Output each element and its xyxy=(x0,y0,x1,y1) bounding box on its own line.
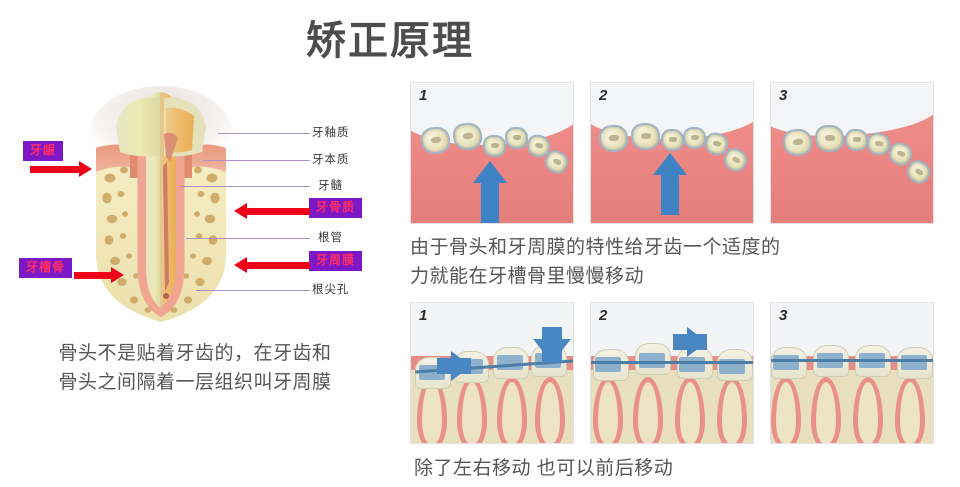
bracket xyxy=(901,355,927,370)
callout-gingiva: 牙龈 xyxy=(24,142,63,161)
arrow-to-alveolar-bone xyxy=(74,267,124,283)
label-apical-foramen: 根尖孔 xyxy=(312,284,350,296)
occlusal-panel-3: 3 xyxy=(770,82,934,224)
arrow-to-gingiva xyxy=(30,161,92,177)
panel-number-3: 3 xyxy=(779,307,788,324)
tooth-root xyxy=(457,377,487,443)
blue-arrow-right-icon xyxy=(437,351,471,381)
middle-caption-line1: 由于骨头和牙周膜的特性给牙齿一个适度的 xyxy=(410,237,781,258)
blue-arrow-down-icon xyxy=(533,327,571,363)
bracket xyxy=(595,357,621,372)
left-caption-line2: 骨头之间隔着一层组织叫牙周膜 xyxy=(58,371,332,393)
callout-cementum-label: 牙骨质 xyxy=(316,200,356,214)
left-anatomy-section: 牙龈 牙槽骨 牙骨质 牙周膜 牙釉质 牙本质 牙髓 根管 根尖孔 骨头不是贴着牙… xyxy=(0,78,390,487)
arrow-to-periodontal-ligament xyxy=(234,257,310,273)
leader-line-enamel xyxy=(218,133,310,134)
tooth-root xyxy=(593,377,623,443)
lateral-sequence-row: 1 2 xyxy=(390,302,960,447)
callout-gingiva-label: 牙龈 xyxy=(30,143,57,157)
tooth-root xyxy=(633,377,663,443)
molar-tooth xyxy=(505,127,528,149)
bracket xyxy=(679,357,705,372)
lateral-panel-2: 2 xyxy=(590,302,754,444)
tooth-cross-section-figure: 牙龈 牙槽骨 牙骨质 牙周膜 牙釉质 牙本质 牙髓 根管 根尖孔 xyxy=(18,86,373,336)
lateral-panel-3: 3 xyxy=(770,302,934,444)
label-pulp: 牙髓 xyxy=(318,180,343,192)
panel-number-2: 2 xyxy=(599,307,608,324)
lateral-panel-1: 1 xyxy=(410,302,574,444)
blue-arrow-up-icon xyxy=(473,161,507,223)
tooth-root xyxy=(853,377,883,443)
tooth-anatomy-illustration xyxy=(89,86,233,322)
tooth-root xyxy=(675,377,705,443)
label-dentin: 牙本质 xyxy=(312,154,350,166)
tooth-root xyxy=(535,377,565,443)
left-caption-line1: 骨头不是贴着牙齿的，在牙齿和 xyxy=(58,343,332,364)
archwire xyxy=(771,359,933,362)
leader-line-apical-foramen xyxy=(196,290,310,291)
tooth-root xyxy=(497,377,527,443)
middle-caption-line2: 力就能在牙槽骨里慢慢移动 xyxy=(410,266,645,288)
panel-number-1: 1 xyxy=(419,87,428,104)
callout-periodontal-ligament: 牙周膜 xyxy=(310,252,362,271)
right-sequence-section: 1 2 3 xyxy=(390,70,960,487)
molar-tooth xyxy=(661,129,684,151)
occlusal-sequence-row: 1 2 3 xyxy=(390,82,960,227)
left-caption: 骨头不是贴着牙齿的，在牙齿和 骨头之间隔着一层组织叫牙周膜 xyxy=(20,340,370,397)
molar-tooth xyxy=(631,123,660,150)
leader-line-pulp xyxy=(180,186,310,187)
callout-alveolar-bone-label: 牙槽骨 xyxy=(26,260,66,274)
molar-tooth xyxy=(815,125,844,152)
tooth-root xyxy=(811,377,841,443)
molar-tooth xyxy=(683,127,706,149)
molar-tooth xyxy=(483,135,506,157)
callout-cementum: 牙骨质 xyxy=(310,199,362,218)
bracket xyxy=(773,355,799,370)
callout-alveolar-bone: 牙槽骨 xyxy=(20,259,72,278)
bottom-caption: 除了左右移动 也可以前后移动 xyxy=(414,458,674,479)
tooth-root xyxy=(717,377,747,443)
middle-caption: 由于骨头和牙周膜的特性给牙齿一个适度的 力就能在牙槽骨里慢慢移动 xyxy=(410,233,950,292)
archwire xyxy=(591,361,753,364)
occlusal-panel-2: 2 xyxy=(590,82,754,224)
panel-number-2: 2 xyxy=(599,87,608,104)
callout-periodontal-ligament-label: 牙周膜 xyxy=(316,253,356,267)
bracket xyxy=(639,353,665,368)
blue-arrow-up-icon xyxy=(653,153,687,215)
blue-arrow-right-icon xyxy=(673,327,707,357)
occlusal-panel-1: 1 xyxy=(410,82,574,224)
tooth-root xyxy=(771,377,801,443)
panel-number-1: 1 xyxy=(419,307,428,324)
label-enamel: 牙釉质 xyxy=(312,127,350,139)
leader-line-dentin xyxy=(203,160,310,161)
tooth-root xyxy=(895,377,925,443)
label-root-canal: 根管 xyxy=(318,232,343,244)
leader-line-root-canal xyxy=(186,238,310,239)
page-title: 矫正原理 xyxy=(306,19,474,63)
arrow-to-cementum xyxy=(234,203,310,219)
molar-tooth xyxy=(845,129,868,151)
panel-number-3: 3 xyxy=(779,87,788,104)
bone-field xyxy=(771,356,933,443)
